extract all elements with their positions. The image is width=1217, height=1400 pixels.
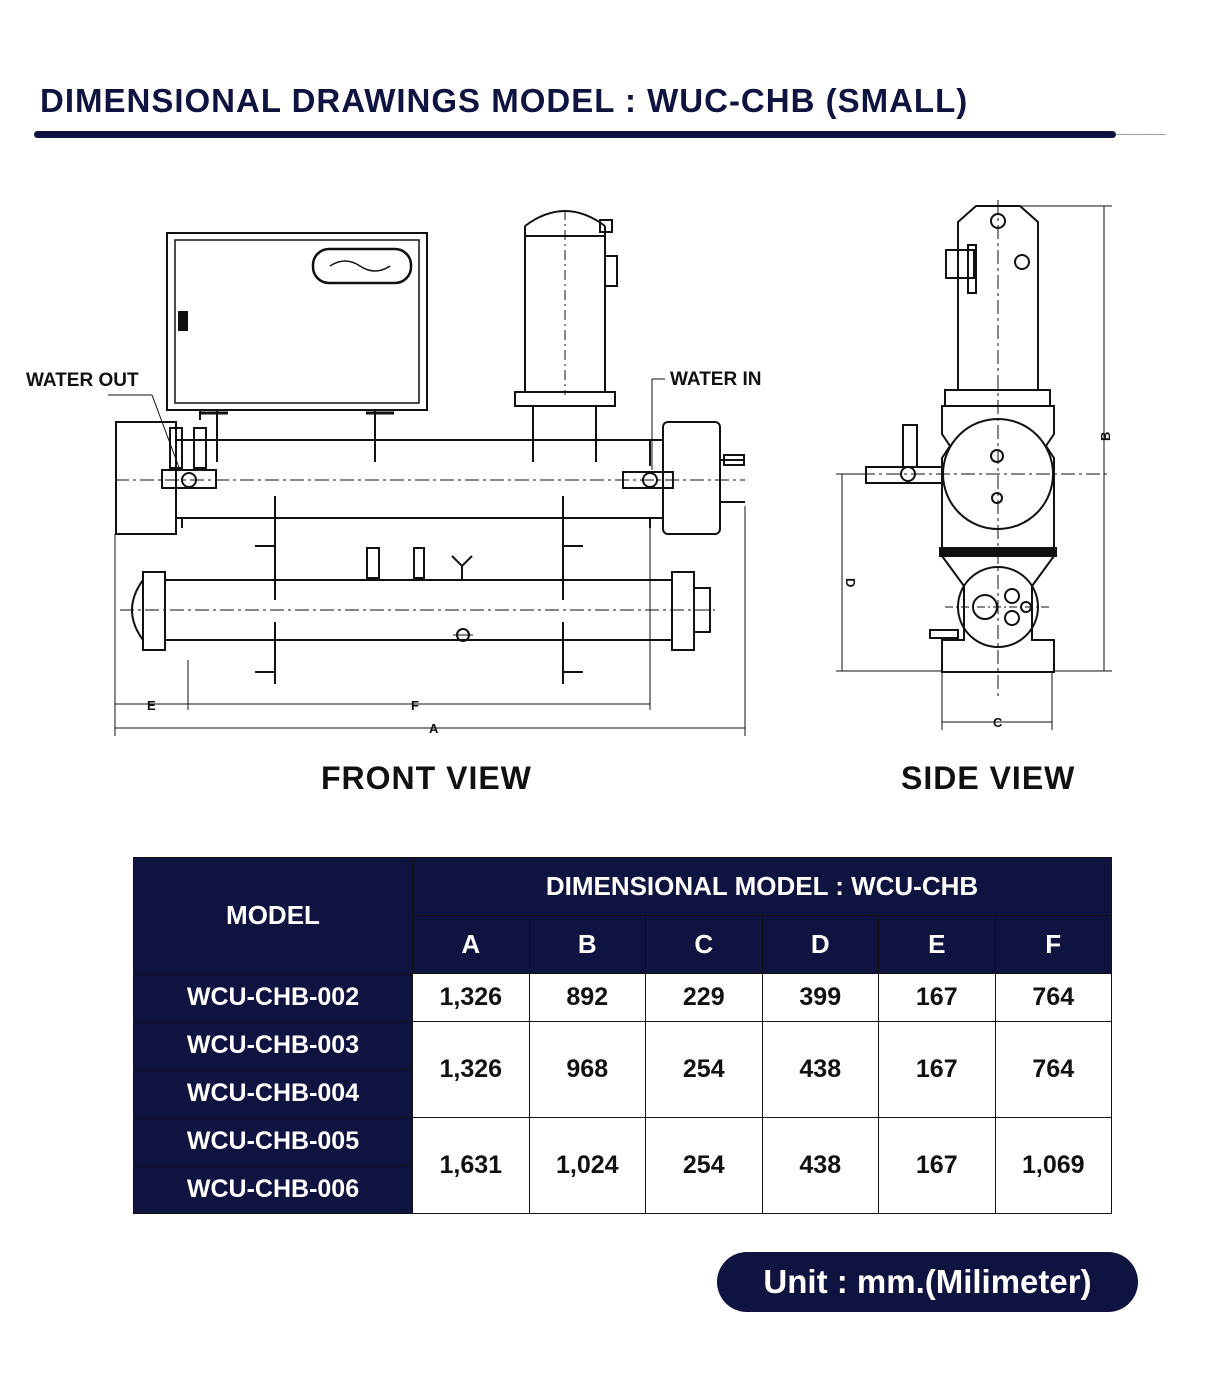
column-header-c: C	[645, 915, 763, 974]
value-cell: 1,024	[528, 1117, 646, 1214]
column-header-d: D	[761, 915, 879, 974]
group-header: DIMENSIONAL MODEL : WCU-CHB	[412, 857, 1112, 916]
compressor-front	[514, 210, 618, 462]
front-dimensions	[108, 378, 746, 736]
dimension-f-label: F	[411, 698, 419, 713]
value-cell: 167	[878, 1117, 996, 1214]
value-cell: 254	[645, 1021, 763, 1118]
side-dimensions	[836, 205, 1112, 730]
water-out-label: WATER OUT	[26, 370, 139, 391]
dimension-c-label: C	[993, 715, 1003, 730]
column-header-a: A	[412, 915, 530, 974]
dimensional-drawing: WATER OUT WATER IN E F A C B D	[26, 200, 1113, 736]
table-row: WCU-CHB-002 1,326 892 229 399 167 764	[133, 973, 1112, 1022]
title-underline-tail	[1116, 134, 1166, 135]
title-underline	[34, 131, 1116, 138]
model-header: MODEL	[133, 857, 413, 974]
side-view-unit	[836, 200, 1110, 700]
dimension-e-label: E	[147, 698, 156, 713]
value-cell: 438	[761, 1117, 879, 1214]
column-header-b: B	[528, 915, 646, 974]
model-cell: WCU-CHB-005	[133, 1117, 413, 1166]
water-in-label: WATER IN	[670, 369, 761, 390]
dimension-d-label: D	[843, 578, 858, 587]
value-cell: 1,069	[994, 1117, 1112, 1214]
value-cell: 167	[878, 973, 996, 1022]
value-cell: 438	[761, 1021, 879, 1118]
evaporator-tube	[120, 496, 715, 684]
unit-badge: Unit : mm.(Milimeter)	[717, 1252, 1138, 1312]
value-cell: 1,326	[412, 1021, 530, 1118]
table-row: WCU-CHB-006	[133, 1165, 1112, 1214]
value-cell: 1,326	[412, 973, 530, 1022]
value-cell: 892	[528, 973, 646, 1022]
control-box	[166, 232, 428, 462]
model-cell: WCU-CHB-002	[133, 973, 413, 1022]
page-title: DIMENSIONAL DRAWINGS MODEL : WUC-CHB (SM…	[40, 82, 969, 119]
column-header-e: E	[878, 915, 996, 974]
front-view-label: FRONT VIEW	[321, 760, 532, 796]
value-cell: 229	[645, 973, 763, 1022]
model-cell: WCU-CHB-006	[133, 1165, 413, 1214]
frame-rails	[115, 421, 745, 535]
value-cell: 968	[528, 1021, 646, 1118]
table-row: WCU-CHB-003 1,326 968 254 438 167 764	[133, 1021, 1112, 1118]
value-cell: 764	[994, 973, 1112, 1022]
dimension-b-label: B	[1098, 432, 1113, 441]
table-row: WCU-CHB-005 1,631 1,024 254 438 167 1,06…	[133, 1117, 1112, 1214]
side-view-label: SIDE VIEW	[901, 760, 1076, 796]
dimensions-table: MODEL DIMENSIONAL MODEL : WCU-CHB A B C …	[133, 857, 1112, 1214]
model-cell: WCU-CHB-003	[133, 1021, 413, 1070]
dimension-a-label: A	[429, 721, 439, 736]
model-cell: WCU-CHB-004	[133, 1069, 413, 1118]
value-cell: 254	[645, 1117, 763, 1214]
value-cell: 764	[994, 1021, 1112, 1118]
value-cell: 399	[761, 973, 879, 1022]
column-header-f: F	[994, 915, 1112, 974]
value-cell: 1,631	[412, 1117, 530, 1214]
value-cell: 167	[878, 1021, 996, 1118]
